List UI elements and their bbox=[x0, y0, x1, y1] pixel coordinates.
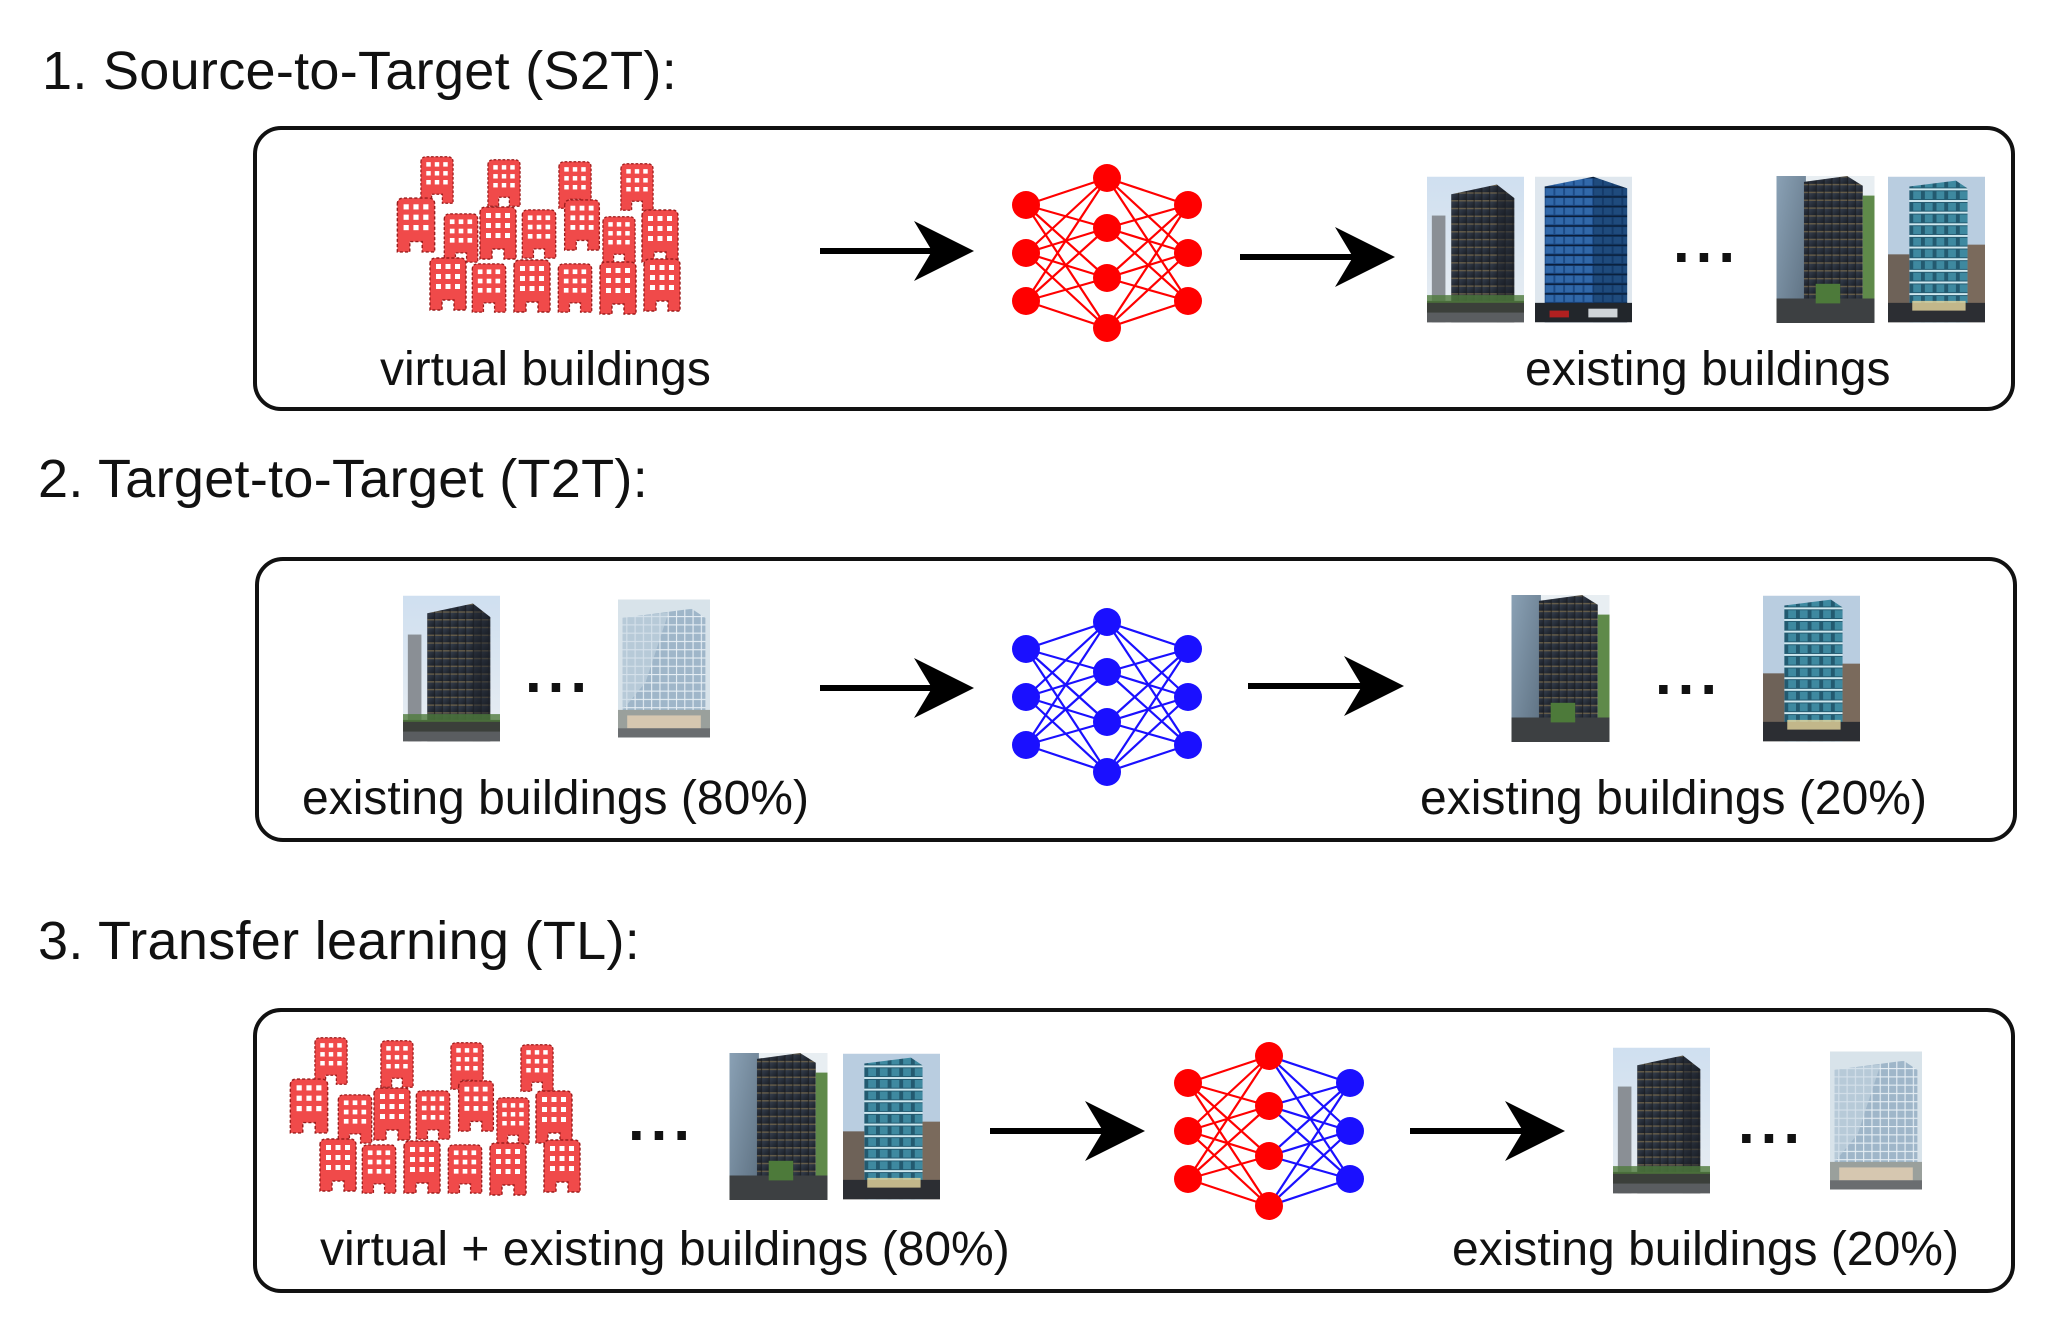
network-edge bbox=[1106, 647, 1189, 674]
network-edge bbox=[1268, 1082, 1351, 1157]
network-edge bbox=[1106, 203, 1189, 230]
network-edge bbox=[1106, 648, 1189, 723]
network-edge bbox=[1025, 671, 1108, 746]
section-1-input-caption: virtual buildings bbox=[380, 343, 711, 396]
network-edge bbox=[1106, 696, 1189, 773]
network-node bbox=[1336, 1165, 1364, 1193]
section-2-title: 2. Target-to-Target (T2T): bbox=[38, 449, 648, 509]
network-node bbox=[1255, 1192, 1283, 1220]
network-edge bbox=[1106, 648, 1189, 773]
network-edge bbox=[1025, 299, 1108, 330]
section-1-network bbox=[1012, 164, 1202, 342]
network-node bbox=[1012, 731, 1040, 759]
network-node bbox=[1012, 287, 1040, 315]
network-node bbox=[1336, 1117, 1364, 1145]
network-node bbox=[1174, 635, 1202, 663]
section-3-input-ellipsis: ... bbox=[628, 1086, 697, 1153]
network-node bbox=[1336, 1069, 1364, 1097]
network-node bbox=[1174, 287, 1202, 315]
network-edge bbox=[1025, 620, 1108, 651]
network-edge bbox=[1106, 204, 1189, 329]
network-node bbox=[1012, 239, 1040, 267]
network-edge bbox=[1187, 1055, 1270, 1180]
network-node bbox=[1174, 1117, 1202, 1145]
network-edge bbox=[1025, 276, 1108, 303]
section-2-network bbox=[1012, 608, 1202, 786]
network-edge bbox=[1106, 620, 1189, 651]
section-1-title: 1. Source-to-Target (S2T): bbox=[42, 41, 678, 101]
network-edge bbox=[1025, 176, 1108, 207]
network-edge bbox=[1106, 252, 1189, 329]
network-edge bbox=[1187, 1054, 1270, 1085]
network-edge bbox=[1025, 720, 1108, 747]
network-edge bbox=[1106, 743, 1189, 774]
virtual-buildings-cluster-1 bbox=[396, 156, 681, 315]
network-node bbox=[1174, 683, 1202, 711]
section-2-output-photos bbox=[1511, 595, 1860, 742]
network-node bbox=[1093, 758, 1121, 786]
virtual-buildings-cluster-3 bbox=[289, 1037, 581, 1196]
section-3-input-caption: virtual + existing buildings (80%) bbox=[320, 1223, 1010, 1276]
section-3-output-ellipsis: ... bbox=[1738, 1089, 1807, 1156]
network-edge bbox=[1187, 1154, 1270, 1181]
section-2-output-caption: existing buildings (20%) bbox=[1420, 772, 1927, 825]
section-1-output-photos bbox=[1427, 176, 1985, 323]
network-edge bbox=[1268, 1081, 1351, 1108]
section-2-output-ellipsis: ... bbox=[1655, 640, 1724, 707]
section-3-output-caption: existing buildings (20%) bbox=[1452, 1223, 1959, 1276]
network-node bbox=[1093, 314, 1121, 342]
network-node bbox=[1255, 1092, 1283, 1120]
network-edge bbox=[1025, 743, 1108, 774]
network-edge bbox=[1187, 1055, 1270, 1132]
network-node bbox=[1012, 683, 1040, 711]
network-node bbox=[1174, 1165, 1202, 1193]
section-2-input-photos bbox=[403, 595, 710, 742]
section-3-input-photos bbox=[729, 1053, 940, 1200]
section-3-network bbox=[1174, 1042, 1364, 1220]
network-node bbox=[1012, 191, 1040, 219]
section-2-input-ellipsis: ... bbox=[525, 638, 594, 705]
network-node bbox=[1093, 708, 1121, 736]
network-node bbox=[1174, 731, 1202, 759]
network-node bbox=[1093, 264, 1121, 292]
network-edge bbox=[1268, 1130, 1351, 1207]
network-node bbox=[1174, 239, 1202, 267]
network-node bbox=[1012, 635, 1040, 663]
network-node bbox=[1093, 164, 1121, 192]
network-edge bbox=[1025, 621, 1108, 698]
network-node bbox=[1093, 608, 1121, 636]
network-edge bbox=[1025, 177, 1108, 302]
network-edge bbox=[1187, 1177, 1270, 1208]
section-1-ellipsis: ... bbox=[1673, 208, 1742, 275]
network-edge bbox=[1106, 176, 1189, 207]
section-2-input-caption: existing buildings (80%) bbox=[302, 772, 809, 825]
section-3-output-photos bbox=[1613, 1047, 1922, 1194]
network-edge bbox=[1268, 1082, 1351, 1207]
network-edge bbox=[1106, 299, 1189, 330]
network-edge bbox=[1268, 1177, 1351, 1208]
network-edge bbox=[1187, 1105, 1270, 1180]
network-node bbox=[1255, 1142, 1283, 1170]
network-edge bbox=[1106, 204, 1189, 279]
network-node bbox=[1093, 214, 1121, 242]
network-edge bbox=[1025, 177, 1108, 254]
network-node bbox=[1255, 1042, 1283, 1070]
section-3-title: 3. Transfer learning (TL): bbox=[38, 911, 641, 971]
network-node bbox=[1093, 658, 1121, 686]
network-edge bbox=[1025, 227, 1108, 302]
network-node bbox=[1174, 1069, 1202, 1097]
network-node bbox=[1174, 191, 1202, 219]
network-edge bbox=[1025, 621, 1108, 746]
network-edge bbox=[1268, 1054, 1351, 1085]
section-1-output-caption: existing buildings bbox=[1525, 343, 1891, 396]
